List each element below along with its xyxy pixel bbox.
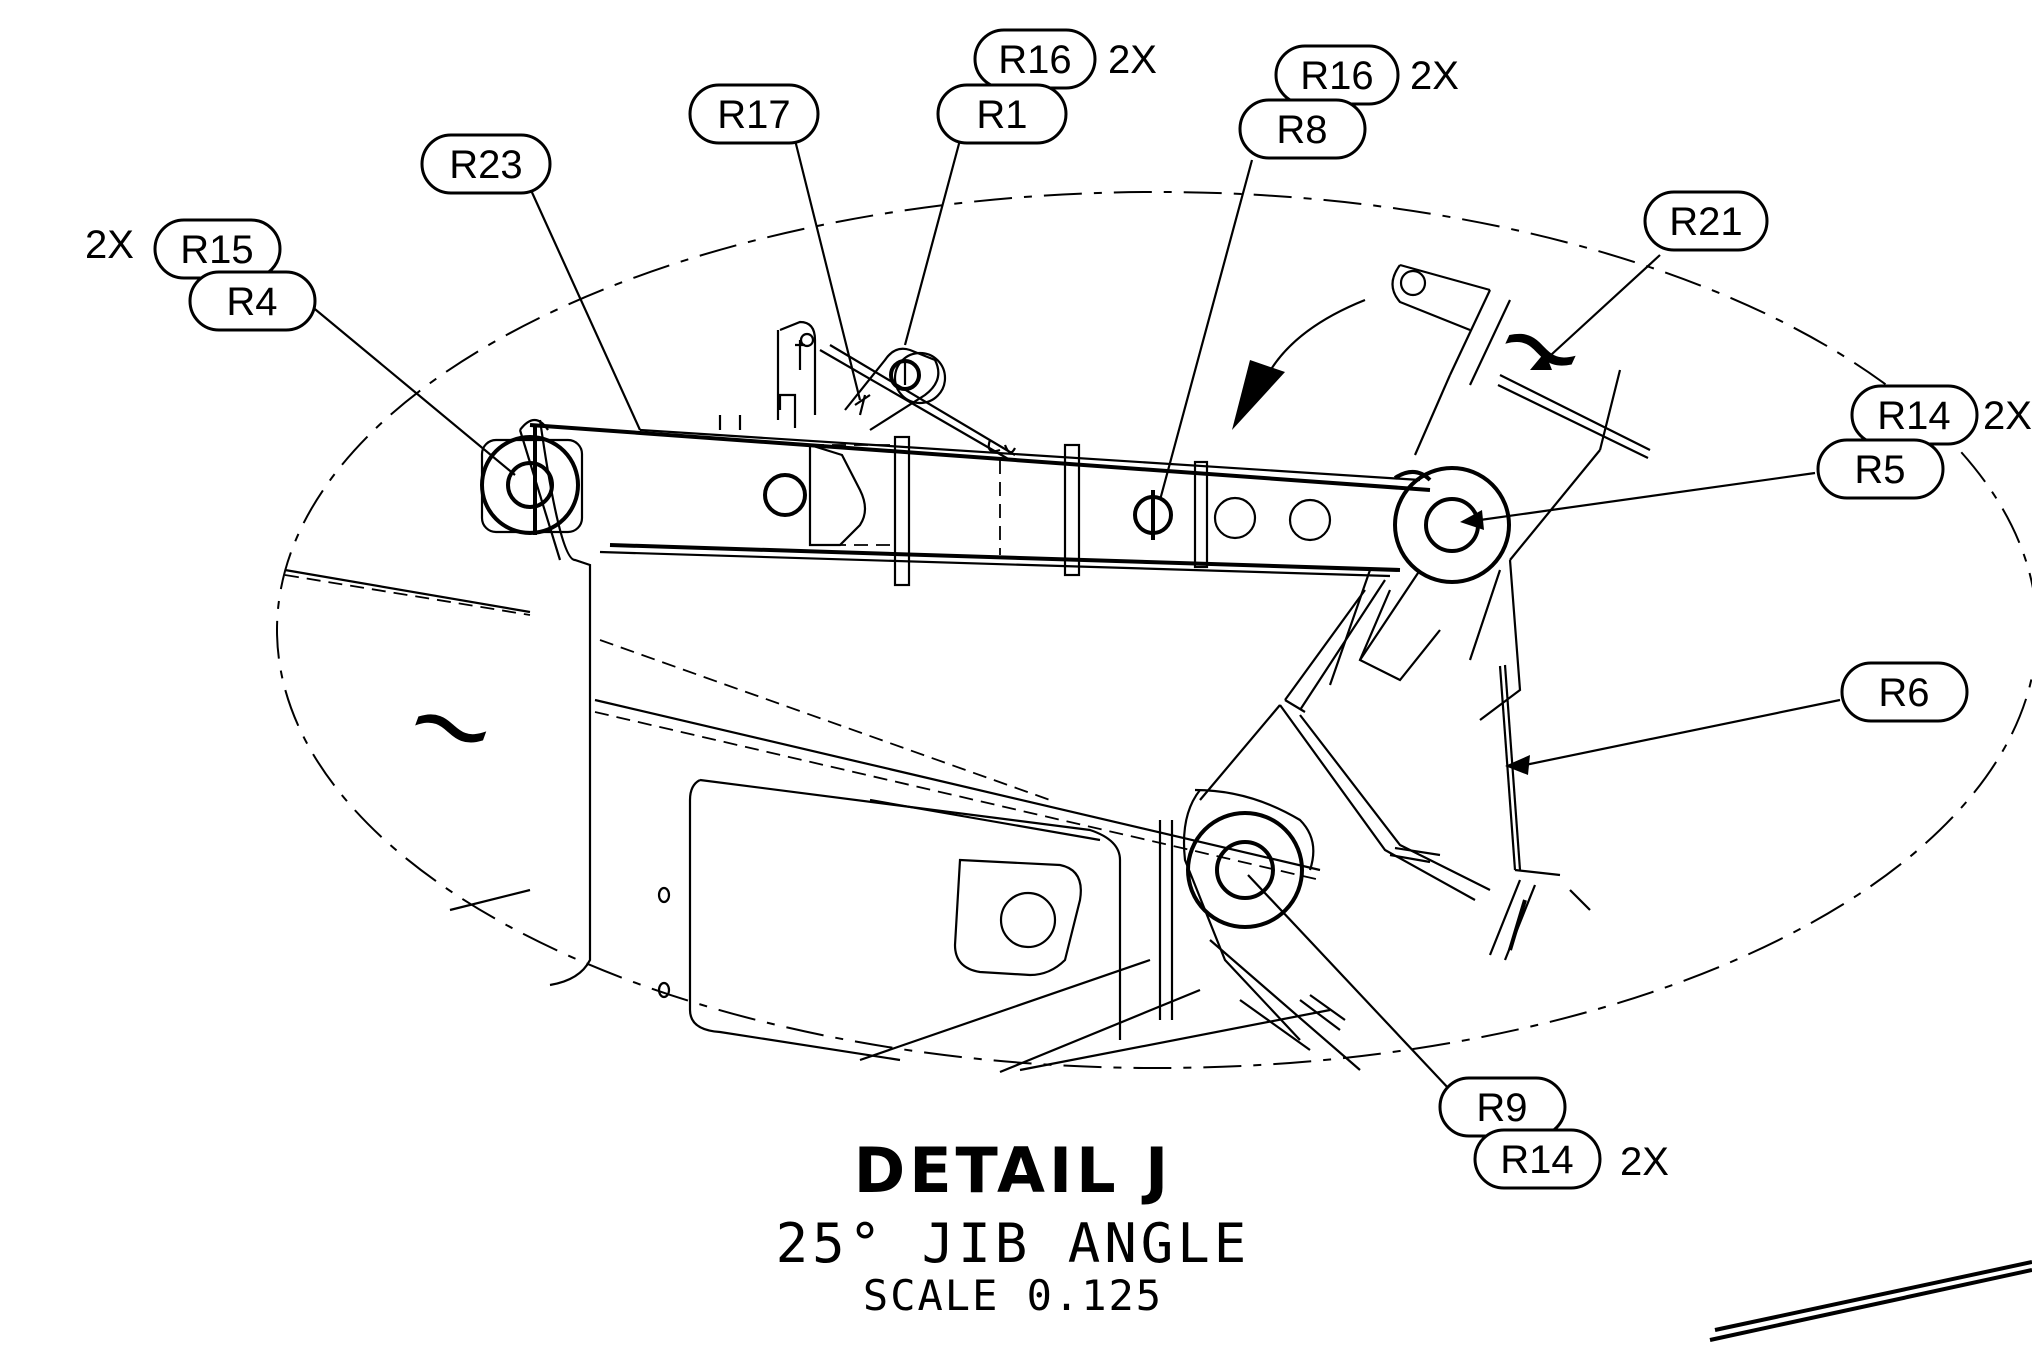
upper-lug-bracket	[776, 320, 1016, 461]
lower-boom-structure	[284, 419, 1361, 1074]
detail-subtitle: 25° JIB ANGLE	[776, 1212, 1251, 1275]
callout-qty: 2X	[1410, 54, 1459, 98]
break-symbol-right: ~	[1473, 269, 1611, 424]
callout-label: R6	[1878, 671, 1929, 715]
callout-r14-bottom: R14 2X	[1473, 1128, 1669, 1190]
callout-r14-right: R14 2X	[1850, 384, 2032, 446]
callout-r9: R9	[1438, 1076, 1567, 1138]
callout-r6: R6	[1840, 661, 1969, 723]
callout-r8: R8	[1238, 98, 1367, 160]
rotation-arrow	[1232, 298, 1366, 430]
detail-scale: SCALE 0.125	[863, 1271, 1163, 1320]
callout-r17: R17	[688, 83, 820, 145]
lower-diagonal-strut	[1199, 579, 1591, 1031]
callout-label: R14	[1500, 1138, 1573, 1182]
callout-label: R16	[1300, 54, 1373, 98]
callout-label: R8	[1276, 108, 1327, 152]
callout-label: R23	[449, 143, 522, 187]
callout-qty: 2X	[1620, 1140, 1669, 1184]
callout-r16-second: R16 2X	[1274, 44, 1459, 106]
pivot-joint-r9	[1182, 788, 1315, 1041]
callout-r5: R5	[1816, 438, 1945, 500]
detail-title: DETAIL J	[854, 1134, 1173, 1207]
callout-r4: R4	[188, 270, 317, 332]
callout-label: R16	[998, 38, 1071, 82]
callout-r15: 2X R15	[85, 218, 282, 280]
callout-label: R21	[1669, 200, 1742, 244]
callout-label: R14	[1877, 394, 1950, 438]
callout-label: R5	[1854, 448, 1905, 492]
callout-qty: 2X	[1108, 38, 1157, 82]
callout-qty: 2X	[1983, 394, 2032, 438]
callout-r1: R1	[936, 83, 1068, 145]
callout-r16-top: R16 2X	[973, 28, 1157, 90]
callout-label: R17	[717, 93, 790, 137]
break-symbol-left: ~	[387, 649, 517, 801]
callout-label: R1	[976, 93, 1027, 137]
jib-link-arm	[480, 393, 1431, 587]
leader-lines	[309, 139, 1841, 1091]
callout-r21: R21	[1643, 190, 1769, 252]
callout-label: R15	[180, 228, 253, 272]
callout-label: R4	[226, 280, 277, 324]
right-upper-strut	[1328, 263, 1651, 721]
callout-label: R9	[1476, 1086, 1527, 1130]
callout-qty: 2X	[85, 223, 134, 267]
detail-boundary-ellipse	[276, 191, 2032, 1069]
pivot-joint-r5	[1358, 466, 1511, 682]
callout-r23: R23	[420, 133, 552, 195]
boom-edge-bottom-right	[1709, 1260, 2032, 1342]
